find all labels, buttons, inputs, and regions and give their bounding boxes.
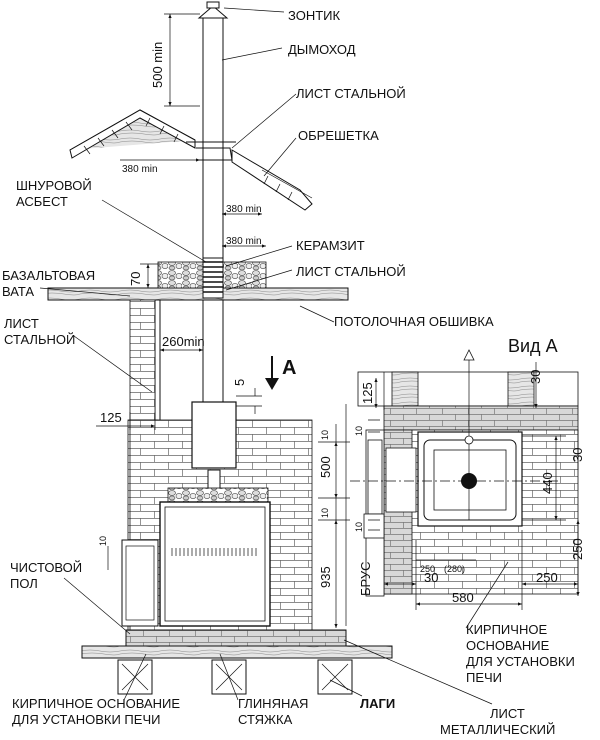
label-ceiling-steel-sheet: ЛИСТ СТАЛЬНОЙ bbox=[296, 264, 406, 279]
label-kirp-right-4: ПЕЧИ bbox=[466, 670, 502, 685]
dim-380min-c: 380 min bbox=[226, 236, 262, 247]
label-list-met-2: МЕТАЛЛИЧЕСКИЙ bbox=[440, 722, 555, 737]
label-asbest: АСБЕСТ bbox=[16, 194, 68, 209]
dim-v30-mid: 30 bbox=[570, 448, 585, 462]
floor bbox=[81, 629, 393, 695]
dim-500min: 500 min bbox=[150, 42, 165, 88]
dim-260min: 260min bbox=[162, 334, 205, 349]
dim-v250-bottom: 250 bbox=[536, 570, 558, 585]
label-kirp-right-2: ОСНОВАНИЕ bbox=[466, 638, 550, 653]
chimney-cap bbox=[197, 5, 229, 19]
firebox-door bbox=[121, 539, 159, 627]
label-dymokhod: ДЫМОХОД bbox=[288, 42, 356, 57]
label-bazaltovaya: БАЗАЛЬТОВАЯ bbox=[2, 268, 95, 283]
label-kirp-bottom-1: КИРПИЧНОЕ ОСНОВАНИЕ bbox=[12, 696, 180, 711]
label-vata: ВАТА bbox=[2, 284, 34, 299]
label-keramzit: КЕРАМЗИТ bbox=[296, 238, 365, 253]
stove-body bbox=[159, 501, 271, 627]
dim-5: 5 bbox=[232, 379, 247, 386]
label-obreshetka: ОБРЕШЕТКА bbox=[298, 128, 379, 143]
label-zontik: ЗОНТИК bbox=[288, 8, 340, 23]
label-list-left: ЛИСТ bbox=[4, 316, 39, 331]
dimensions-left bbox=[96, 13, 350, 628]
view-a-marker: А bbox=[265, 356, 296, 390]
label-brus: БРУС bbox=[358, 561, 373, 596]
dim-500: 500 bbox=[318, 456, 333, 478]
view-a-arrow-label: А bbox=[282, 357, 296, 379]
label-stalnoy-left: СТАЛЬНОЙ bbox=[4, 332, 75, 347]
dim-v250-a: 250 bbox=[420, 564, 435, 574]
dim-v250-right: 250 bbox=[570, 538, 585, 560]
label-vid-a: Вид А bbox=[508, 336, 558, 356]
roof bbox=[69, 109, 313, 211]
dim-v30-top: 30 bbox=[528, 370, 543, 384]
dim-70: 70 bbox=[128, 272, 143, 286]
stove bbox=[121, 401, 271, 627]
dim-v280: (280) bbox=[444, 564, 465, 574]
dim-380min-b: 380 min bbox=[226, 204, 262, 215]
view-a-plan bbox=[350, 349, 580, 610]
dim-10-c: 10 bbox=[98, 536, 108, 546]
label-kirp-right-1: КИРПИЧНОЕ bbox=[466, 622, 547, 637]
dim-v440: 440 bbox=[540, 472, 555, 494]
label-kirp-bottom-2: ДЛЯ УСТАНОВКИ ПЕЧИ bbox=[12, 712, 160, 727]
dim-935: 935 bbox=[318, 566, 333, 588]
dim-v10-b: 10 bbox=[354, 522, 364, 532]
water-tank bbox=[191, 401, 237, 469]
dim-10-a: 10 bbox=[320, 430, 330, 440]
label-kirp-right-3: ДЛЯ УСТАНОВКИ bbox=[466, 654, 575, 669]
dim-v30-bottom: 30 bbox=[424, 570, 438, 585]
label-chistovoy: ЧИСТОВОЙ bbox=[10, 560, 82, 575]
label-list-met-1: ЛИСТ bbox=[490, 706, 525, 721]
dim-380min-a: 380 min bbox=[122, 164, 158, 175]
label-glinyanaya: ГЛИНЯНАЯ bbox=[238, 696, 308, 711]
label-shnurovoy: ШНУРОВОЙ bbox=[16, 178, 92, 193]
dim-125-left: 125 bbox=[100, 410, 122, 425]
dim-v10-a: 10 bbox=[354, 426, 364, 436]
label-pol: ПОЛ bbox=[10, 576, 38, 591]
label-roof-steel-sheet: ЛИСТ СТАЛЬНОЙ bbox=[296, 86, 406, 101]
dim-v580: 580 bbox=[452, 590, 474, 605]
label-styazhka: СТЯЖКА bbox=[238, 712, 293, 727]
label-lagi: ЛАГИ bbox=[360, 696, 395, 711]
dim-v125: 125 bbox=[360, 382, 375, 404]
leader-lines bbox=[39, 7, 509, 705]
label-potolochnaya: ПОТОЛОЧНАЯ ОБШИВКА bbox=[334, 314, 494, 329]
dim-10-b: 10 bbox=[320, 508, 330, 518]
